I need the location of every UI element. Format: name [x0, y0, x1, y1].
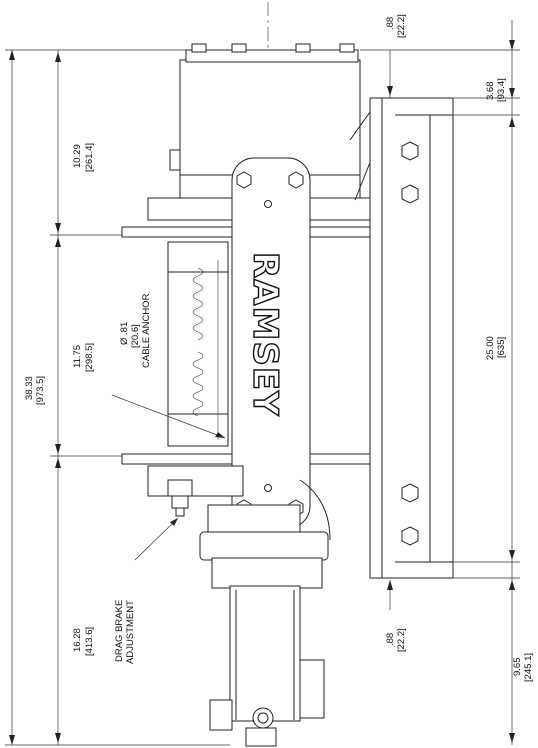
dim-gear-mm: [413.6]: [84, 627, 95, 656]
gear-housing: [147, 465, 331, 747]
dim-motor-length: 10.29 [261.4]: [72, 143, 95, 172]
dim-motor-mm: [261.4]: [84, 143, 95, 172]
dim-gear-end-length: 16.28 [413.6]: [72, 627, 95, 656]
dim-bottom-mm: [22.2]: [396, 628, 407, 652]
dim-bottomlen-mm: [245.1]: [523, 653, 534, 682]
dim-bottom-inch: .88: [385, 633, 396, 646]
ramsey-logo: RAMSEY: [245, 252, 285, 417]
tie-bar: RAMSEY: [231, 157, 311, 529]
dim-mount-inch: 25.00: [485, 336, 496, 360]
dim-bottomlen-inch: 9.65: [512, 658, 523, 677]
dim-top-mm: [22.2]: [396, 14, 407, 38]
cable-anchor-dia: Ø .81: [119, 322, 130, 345]
dim-flange-inch: 3.68: [485, 82, 496, 101]
dim-flange-mm: [93.4]: [496, 78, 507, 102]
dim-overall-mm: [973.5]: [35, 376, 46, 405]
dim-overall-length: 38.33 [973.5]: [24, 376, 46, 405]
mounting-plate: [369, 97, 454, 579]
cable-anchor-mm: [20.6]: [130, 324, 141, 348]
cable-anchor-label: CABLE ANCHOR: [141, 293, 152, 368]
drag-brake-callout: DRAG BRAKE ADJUSTMENT: [114, 600, 136, 664]
dim-mount-span: 25.00 [635]: [485, 336, 507, 360]
drag-brake-line1: DRAG BRAKE: [114, 600, 125, 662]
drag-brake-line2: ADJUSTMENT: [125, 600, 136, 664]
dim-drum-length: 11.75 [298.5]: [72, 343, 95, 372]
dim-motor-inch: 10.29: [72, 144, 83, 168]
dim-drum-mm: [298.5]: [84, 343, 95, 372]
dim-gear-inch: 16.28: [72, 628, 83, 652]
dimension-lines: [5, 20, 520, 746]
dim-bottom-length: 9.65 [245.1]: [512, 653, 534, 682]
dim-mount-mm: [635]: [496, 337, 507, 358]
dim-top-offset: .88 [22.2]: [385, 14, 407, 38]
cable-anchor-callout: Ø .81 [20.6] CABLE ANCHOR: [119, 293, 152, 368]
dim-bottom-offset: .88 [22.2]: [385, 628, 407, 652]
dim-flange-offset: 3.68 [93.4]: [485, 78, 507, 102]
dim-top-inch: .88: [385, 17, 396, 30]
dim-drum-inch: 11.75: [72, 345, 83, 368]
dim-overall-inch: 38.33: [24, 376, 35, 400]
